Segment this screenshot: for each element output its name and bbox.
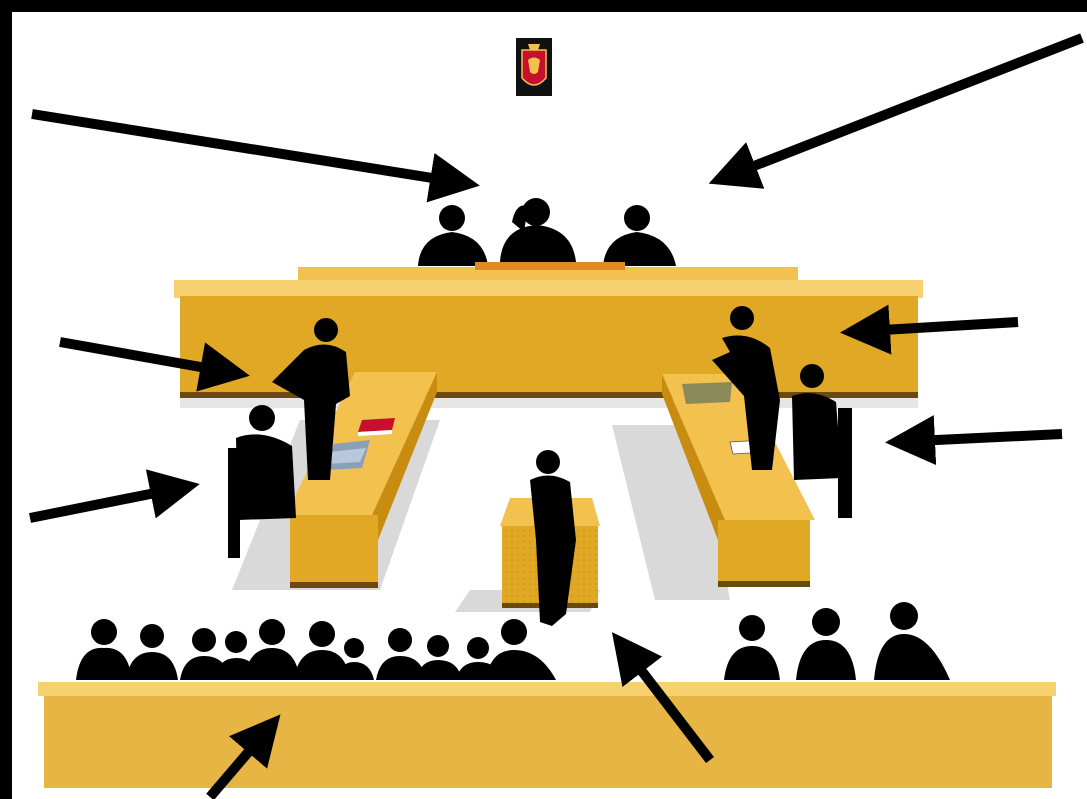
gallery-bench [38, 682, 1056, 788]
coat-of-arms-icon [516, 38, 552, 96]
red-book-icon [358, 418, 395, 436]
